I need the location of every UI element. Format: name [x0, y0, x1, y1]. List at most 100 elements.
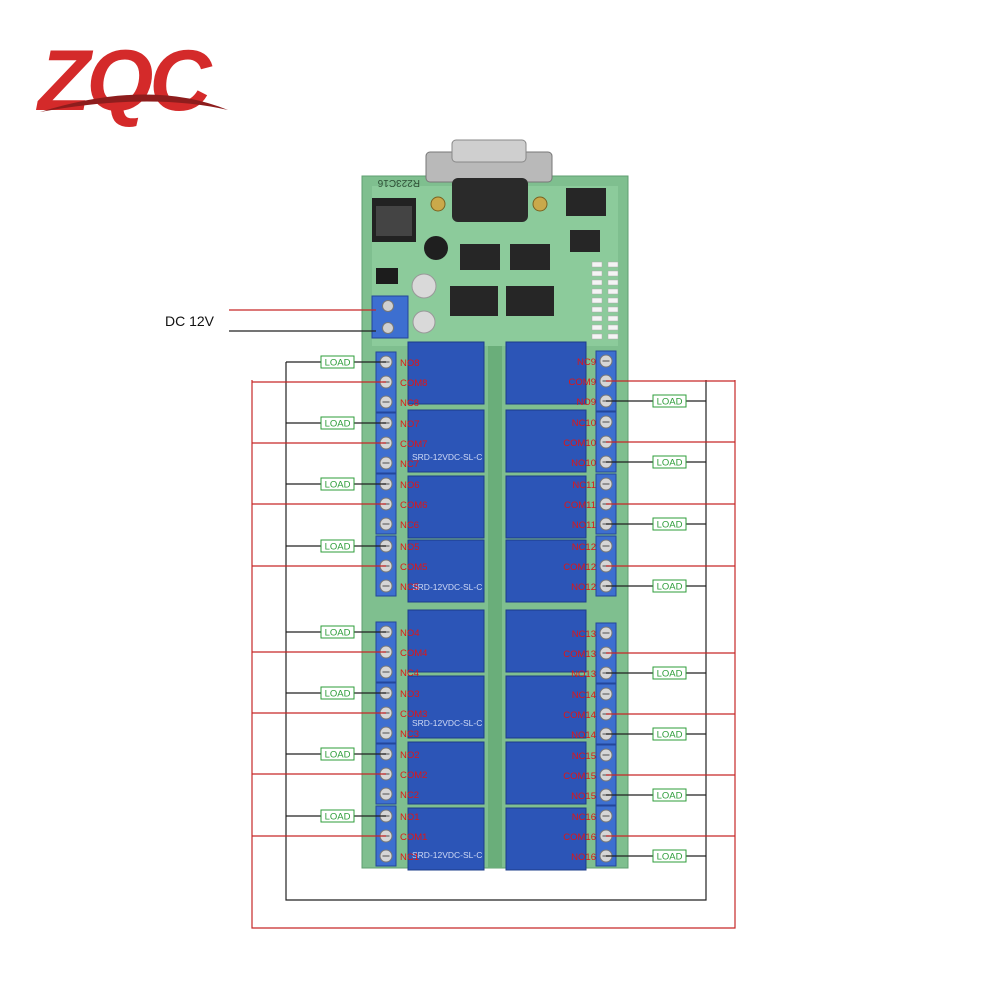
board-center-gap	[488, 346, 502, 868]
load-label: LOAD	[325, 689, 351, 700]
load-box: LOAD	[652, 517, 687, 531]
pin-label: NO8	[400, 358, 420, 369]
status-led	[607, 297, 619, 304]
pin-label: COM12	[563, 562, 596, 573]
pin-label: COM2	[400, 770, 427, 781]
pin-label: COM7	[400, 439, 427, 450]
logo-swoosh	[40, 94, 228, 112]
load-box: LOAD	[320, 809, 355, 823]
pin-label: NO4	[400, 628, 420, 639]
pin-label: NO2	[400, 750, 420, 761]
pin-label: NC12	[572, 542, 596, 553]
status-led	[591, 297, 603, 304]
relay-module	[407, 539, 485, 603]
dc-power-wiring: DC 12V	[165, 309, 376, 332]
pin-label: COM15	[563, 771, 596, 782]
relay-module	[407, 741, 485, 805]
pin-label: NC1	[400, 852, 419, 863]
pin-label: NO3	[400, 689, 420, 700]
status-led	[591, 324, 603, 331]
pin-label: COM11	[564, 500, 596, 511]
pin-label: NO5	[400, 542, 420, 553]
relay-modules: SRD-12VDC-SL-CSRD-12VDC-SL-CSRD-12VDC-SL…	[407, 341, 587, 871]
status-led	[591, 279, 603, 286]
status-led	[591, 270, 603, 277]
logo-text: ZQC	[35, 33, 213, 129]
pin-label: COM6	[400, 500, 427, 511]
pin-label: NO11	[572, 520, 596, 531]
status-led	[591, 288, 603, 295]
pin-label: NC16	[572, 812, 596, 823]
status-led	[607, 270, 619, 277]
relay-module	[407, 807, 485, 871]
pin-label: COM14	[563, 710, 596, 721]
zqc-logo: ZQC	[35, 33, 228, 129]
pin-label: COM4	[400, 648, 427, 659]
load-box: LOAD	[652, 394, 687, 408]
relay-module	[407, 609, 485, 673]
load-box: LOAD	[652, 579, 687, 593]
load-box: LOAD	[320, 747, 355, 761]
load-box: LOAD	[320, 625, 355, 639]
pin-label: NO14	[571, 730, 596, 741]
relay-module	[505, 341, 587, 405]
pin-label: NO12	[571, 582, 596, 593]
load-box: LOAD	[320, 416, 355, 430]
power-terminal-block	[371, 295, 409, 339]
pin-label: NO1	[400, 812, 420, 823]
capacitor	[412, 310, 436, 334]
relay-module	[505, 741, 587, 805]
load-label: LOAD	[657, 669, 683, 680]
pin-label: NO15	[571, 791, 596, 802]
load-box: LOAD	[652, 455, 687, 469]
load-label: LOAD	[325, 542, 351, 553]
load-label: LOAD	[325, 750, 351, 761]
pin-label: COM16	[563, 832, 596, 843]
pin-label: COM1	[400, 832, 427, 843]
load-box: LOAD	[652, 727, 687, 741]
pin-label: NO6	[400, 480, 420, 491]
pin-label: COM3	[400, 709, 427, 720]
status-led	[591, 315, 603, 322]
status-led	[607, 333, 619, 340]
pin-label: NC3	[400, 729, 419, 740]
pin-label: NC15	[572, 751, 596, 762]
load-box: LOAD	[320, 539, 355, 553]
board-model-silk: R223C16	[377, 177, 420, 188]
relay-module	[505, 475, 587, 539]
pin-label: COM13	[563, 649, 596, 660]
relay-module	[505, 409, 587, 473]
pin-label: NO7	[400, 419, 420, 430]
load-box: LOAD	[320, 686, 355, 700]
pin-label: NO16	[571, 852, 596, 863]
load-label: LOAD	[657, 520, 683, 531]
load-label: LOAD	[657, 791, 683, 802]
relay-terminal-blocks	[375, 350, 617, 867]
status-led	[607, 288, 619, 295]
pin-label: COM9	[569, 377, 596, 388]
load-label: LOAD	[325, 419, 351, 430]
status-led	[607, 279, 619, 286]
status-led	[607, 306, 619, 313]
status-led	[591, 333, 603, 340]
pin-label: NC7	[400, 459, 419, 470]
voltage-regulator	[372, 198, 416, 284]
relay-print: SRD-12VDC-SL-C	[412, 452, 482, 462]
load-label: LOAD	[325, 812, 351, 823]
db9-serial-connector	[425, 139, 553, 222]
relay-module	[505, 609, 587, 673]
pin-label: NC4	[400, 668, 419, 679]
pin-label: NC11	[572, 480, 596, 491]
pin-label: NC5	[400, 582, 419, 593]
status-led	[607, 261, 619, 268]
capacitor	[411, 273, 437, 299]
relay-print: SRD-12VDC-SL-C	[412, 718, 482, 728]
pin-label: NC8	[400, 398, 419, 409]
pin-label: NC6	[400, 520, 419, 531]
pin-label: NC10	[572, 418, 596, 429]
relay-module	[505, 807, 587, 871]
status-led	[591, 261, 603, 268]
relay-module	[407, 409, 485, 473]
